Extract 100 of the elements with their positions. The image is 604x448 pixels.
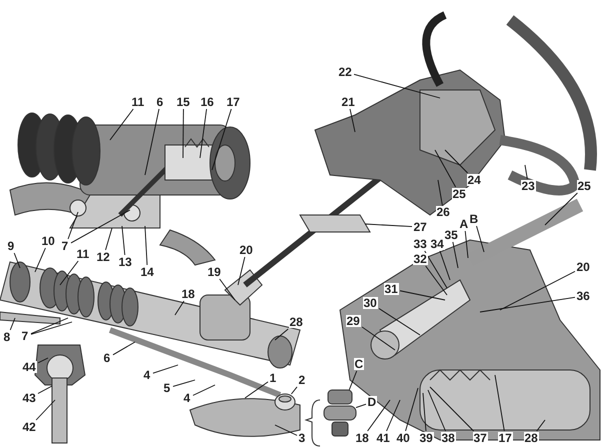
- callout-number: 4: [142, 369, 152, 381]
- leader-line: [439, 250, 450, 280]
- callout-number: 21: [340, 96, 356, 108]
- leader-line: [425, 266, 448, 296]
- leader-line: [192, 384, 216, 396]
- ball-joint-drawing: [274, 394, 296, 410]
- callout-number: 43: [22, 392, 37, 404]
- leader-line: [378, 308, 420, 336]
- callout-number: 15: [176, 96, 191, 108]
- leader-line: [362, 326, 396, 350]
- leader-line: [212, 108, 232, 170]
- leader-line: [438, 180, 443, 206]
- leader-line: [200, 108, 208, 158]
- leader-line: [524, 164, 528, 180]
- leader-line: [144, 108, 160, 176]
- callout-number: 26: [436, 206, 451, 218]
- callout-number: 4: [182, 392, 192, 404]
- callout-number: 32: [412, 253, 428, 265]
- leader-line: [290, 386, 298, 394]
- leader-line: [356, 404, 366, 408]
- callout-number: 3: [298, 432, 306, 444]
- leader-line: [536, 420, 546, 432]
- leader-line: [238, 256, 246, 286]
- callout-number: 41: [376, 432, 391, 444]
- callout-number: 17: [226, 96, 241, 108]
- leader-line: [10, 318, 16, 330]
- leader-line: [36, 400, 56, 420]
- callout-number: C: [354, 358, 364, 370]
- callout-number: 5: [162, 382, 172, 394]
- leader-line: [38, 386, 52, 394]
- leader-line: [182, 108, 184, 158]
- callout-number: 20: [238, 244, 254, 256]
- callout-number: 18: [354, 432, 370, 444]
- leader-line: [430, 386, 474, 432]
- callout-number: 28: [524, 432, 539, 444]
- callout-number: 38: [440, 432, 456, 444]
- leader-line: [354, 74, 440, 98]
- leader-line: [219, 278, 236, 300]
- leader-line: [38, 358, 48, 364]
- callout-number: 23: [520, 180, 536, 192]
- callout-number: 8: [2, 331, 12, 343]
- leader-line: [428, 390, 446, 432]
- leader-line: [434, 150, 456, 188]
- leader-line: [112, 342, 136, 356]
- callout-number: D: [366, 396, 378, 408]
- leader-line: [30, 318, 68, 334]
- callout-number: 12: [96, 251, 111, 263]
- callout-number: 29: [346, 315, 361, 327]
- leader-line: [367, 400, 390, 432]
- callout-number: 27: [412, 221, 428, 233]
- callout-number: 42: [22, 421, 37, 433]
- callout-number: 2: [298, 374, 306, 386]
- callout-number: 22: [338, 66, 353, 78]
- callout-number: 36: [576, 290, 591, 302]
- leader-line: [452, 242, 458, 268]
- leader-line: [68, 212, 78, 240]
- callout-number: 9: [6, 240, 16, 252]
- callout-number: 40: [396, 432, 411, 444]
- leader-line: [464, 230, 468, 258]
- leader-line: [172, 380, 196, 387]
- leader-line: [500, 270, 576, 310]
- callout-number: 11: [130, 96, 146, 108]
- leader-line: [105, 228, 112, 250]
- leader-line: [60, 260, 79, 286]
- callout-number: 25: [452, 188, 467, 200]
- callout-number: 35: [444, 229, 459, 241]
- callout-number: 10: [40, 235, 56, 247]
- leader-line: [424, 250, 448, 288]
- leader-line: [348, 370, 358, 390]
- callout-number: 25: [576, 180, 592, 192]
- leader-line: [274, 328, 289, 340]
- leader-line: [386, 400, 400, 432]
- leader-line: [152, 364, 178, 374]
- callout-number: 37: [472, 432, 488, 444]
- leader-line: [122, 226, 126, 256]
- leader-line: [70, 210, 130, 244]
- callout-number: 19: [206, 266, 222, 278]
- callout-number: 6: [156, 96, 164, 108]
- callout-number: 24: [466, 174, 482, 186]
- callout-number: 44: [22, 361, 37, 373]
- callout-number: 13: [118, 256, 133, 268]
- callout-number: 17: [498, 432, 513, 444]
- leader-line: [14, 252, 20, 268]
- leader-line: [144, 226, 148, 266]
- callout-number: 1: [268, 372, 278, 384]
- callout-number: 14: [140, 266, 155, 278]
- leader-line: [34, 248, 46, 272]
- callout-number: 18: [180, 288, 196, 300]
- leader-line: [400, 290, 446, 300]
- leader-line: [444, 150, 468, 174]
- callout-number: 28: [288, 316, 304, 328]
- leader-line: [405, 388, 418, 432]
- leader-line: [350, 108, 356, 132]
- callout-number: 20: [576, 261, 591, 273]
- bushing-drawing: [324, 390, 356, 436]
- leader-line: [30, 322, 72, 335]
- leader-line: [422, 392, 426, 432]
- leader-line: [476, 226, 484, 252]
- callout-number: 7: [60, 240, 70, 252]
- leader-line: [274, 424, 298, 436]
